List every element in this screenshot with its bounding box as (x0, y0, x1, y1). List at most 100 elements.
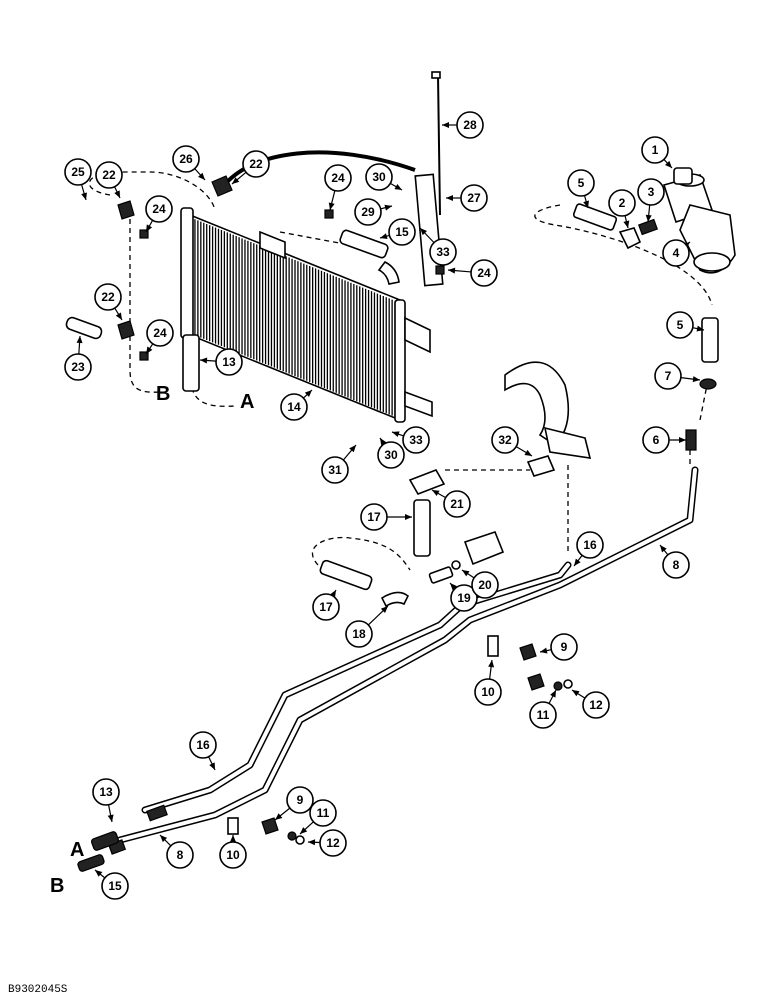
svg-text:19: 19 (457, 591, 471, 605)
svg-text:28: 28 (463, 118, 477, 132)
callout-24: 24 (447, 259, 498, 287)
callout-19: 19 (449, 582, 478, 612)
svg-text:13: 13 (99, 785, 113, 799)
callout-10: 10 (474, 659, 502, 706)
svg-text:10: 10 (226, 848, 240, 862)
callout-9: 9 (539, 633, 578, 661)
svg-text:1: 1 (652, 143, 659, 157)
svg-text:27: 27 (467, 191, 481, 205)
figure-code: B9302045S (8, 984, 68, 996)
connection-letter-a-bottom: A (70, 839, 84, 861)
callout-30: 30 (365, 163, 403, 191)
svg-text:11: 11 (317, 806, 330, 820)
svg-text:8: 8 (177, 848, 184, 862)
callout-28: 28 (442, 111, 484, 139)
svg-text:17: 17 (367, 510, 381, 524)
svg-text:9: 9 (561, 640, 568, 654)
hose-top (220, 150, 416, 190)
callout-13: 13 (92, 778, 120, 823)
callout-9: 9 (274, 786, 314, 821)
callout-2: 2 (608, 189, 636, 229)
svg-text:4: 4 (673, 246, 680, 260)
callout-4: 4 (662, 239, 691, 267)
svg-text:10: 10 (481, 685, 495, 699)
svg-text:15: 15 (395, 225, 409, 239)
callout-16: 16 (573, 531, 604, 567)
svg-text:24: 24 (331, 171, 345, 185)
callout-25: 25 (64, 158, 92, 201)
svg-text:22: 22 (249, 157, 263, 171)
tube-assembly (116, 466, 699, 844)
connection-letter-a-top: A (240, 391, 254, 413)
callout-27: 27 (446, 184, 488, 212)
callout-16: 16 (189, 731, 217, 771)
svg-text:32: 32 (498, 433, 512, 447)
callout-8: 8 (659, 544, 690, 579)
callout-30: 30 (377, 437, 405, 469)
callout-18: 18 (345, 605, 389, 648)
svg-text:17: 17 (319, 600, 333, 614)
callout-17: 17 (312, 589, 340, 621)
svg-text:13: 13 (222, 355, 236, 369)
connection-letter-b-bottom: B (50, 875, 64, 897)
callout-24: 24 (145, 319, 174, 355)
svg-text:3: 3 (648, 185, 655, 199)
svg-text:6: 6 (653, 433, 660, 447)
svg-text:9: 9 (297, 793, 304, 807)
callout-24: 24 (145, 195, 173, 233)
callout-23: 23 (64, 335, 92, 381)
svg-text:31: 31 (328, 463, 342, 477)
svg-text:15: 15 (108, 879, 122, 893)
callout-20: 20 (461, 569, 499, 599)
callout-24: 24 (324, 164, 352, 211)
svg-text:33: 33 (436, 245, 450, 259)
callout-1: 1 (641, 136, 673, 169)
svg-text:33: 33 (409, 433, 423, 447)
svg-text:21: 21 (450, 497, 464, 511)
callout-12: 12 (571, 689, 610, 719)
svg-text:7: 7 (665, 369, 672, 383)
svg-text:14: 14 (287, 400, 301, 414)
callout-31: 31 (321, 444, 357, 484)
callout-14: 14 (280, 389, 313, 421)
svg-text:5: 5 (578, 176, 585, 190)
callout-33: 33 (419, 227, 457, 266)
svg-text:16: 16 (583, 538, 597, 552)
svg-text:22: 22 (102, 168, 116, 182)
callout-8: 8 (159, 834, 194, 869)
callout-15: 15 (379, 218, 416, 246)
svg-text:23: 23 (71, 360, 85, 374)
callout-26: 26 (172, 145, 206, 181)
fittings (65, 71, 719, 872)
callout-3: 3 (637, 178, 665, 223)
callout-6: 6 (642, 426, 686, 454)
callout-32: 32 (491, 426, 533, 457)
svg-text:30: 30 (372, 170, 386, 184)
svg-text:12: 12 (589, 698, 603, 712)
svg-text:25: 25 (71, 165, 85, 179)
svg-text:29: 29 (361, 205, 375, 219)
svg-text:24: 24 (152, 202, 166, 216)
svg-text:30: 30 (384, 448, 398, 462)
svg-text:22: 22 (101, 290, 115, 304)
connection-letter-b-top: B (156, 383, 170, 405)
svg-text:8: 8 (673, 558, 680, 572)
oil-cooler (180, 207, 433, 423)
callout-15: 15 (94, 869, 129, 900)
callout-13: 13 (199, 348, 243, 376)
callout-22: 22 (94, 283, 123, 321)
svg-text:24: 24 (477, 266, 491, 280)
callout-11: 11 (529, 689, 557, 729)
callout-17: 17 (360, 503, 412, 531)
callout-7: 7 (654, 362, 701, 390)
callout-5: 5 (666, 311, 705, 339)
callout-10: 10 (219, 835, 247, 869)
svg-text:20: 20 (478, 578, 492, 592)
svg-text:16: 16 (196, 738, 210, 752)
svg-text:11: 11 (537, 708, 550, 722)
svg-text:18: 18 (352, 627, 366, 641)
svg-text:5: 5 (677, 318, 684, 332)
control-valve (662, 167, 736, 274)
callout-29: 29 (354, 198, 393, 226)
